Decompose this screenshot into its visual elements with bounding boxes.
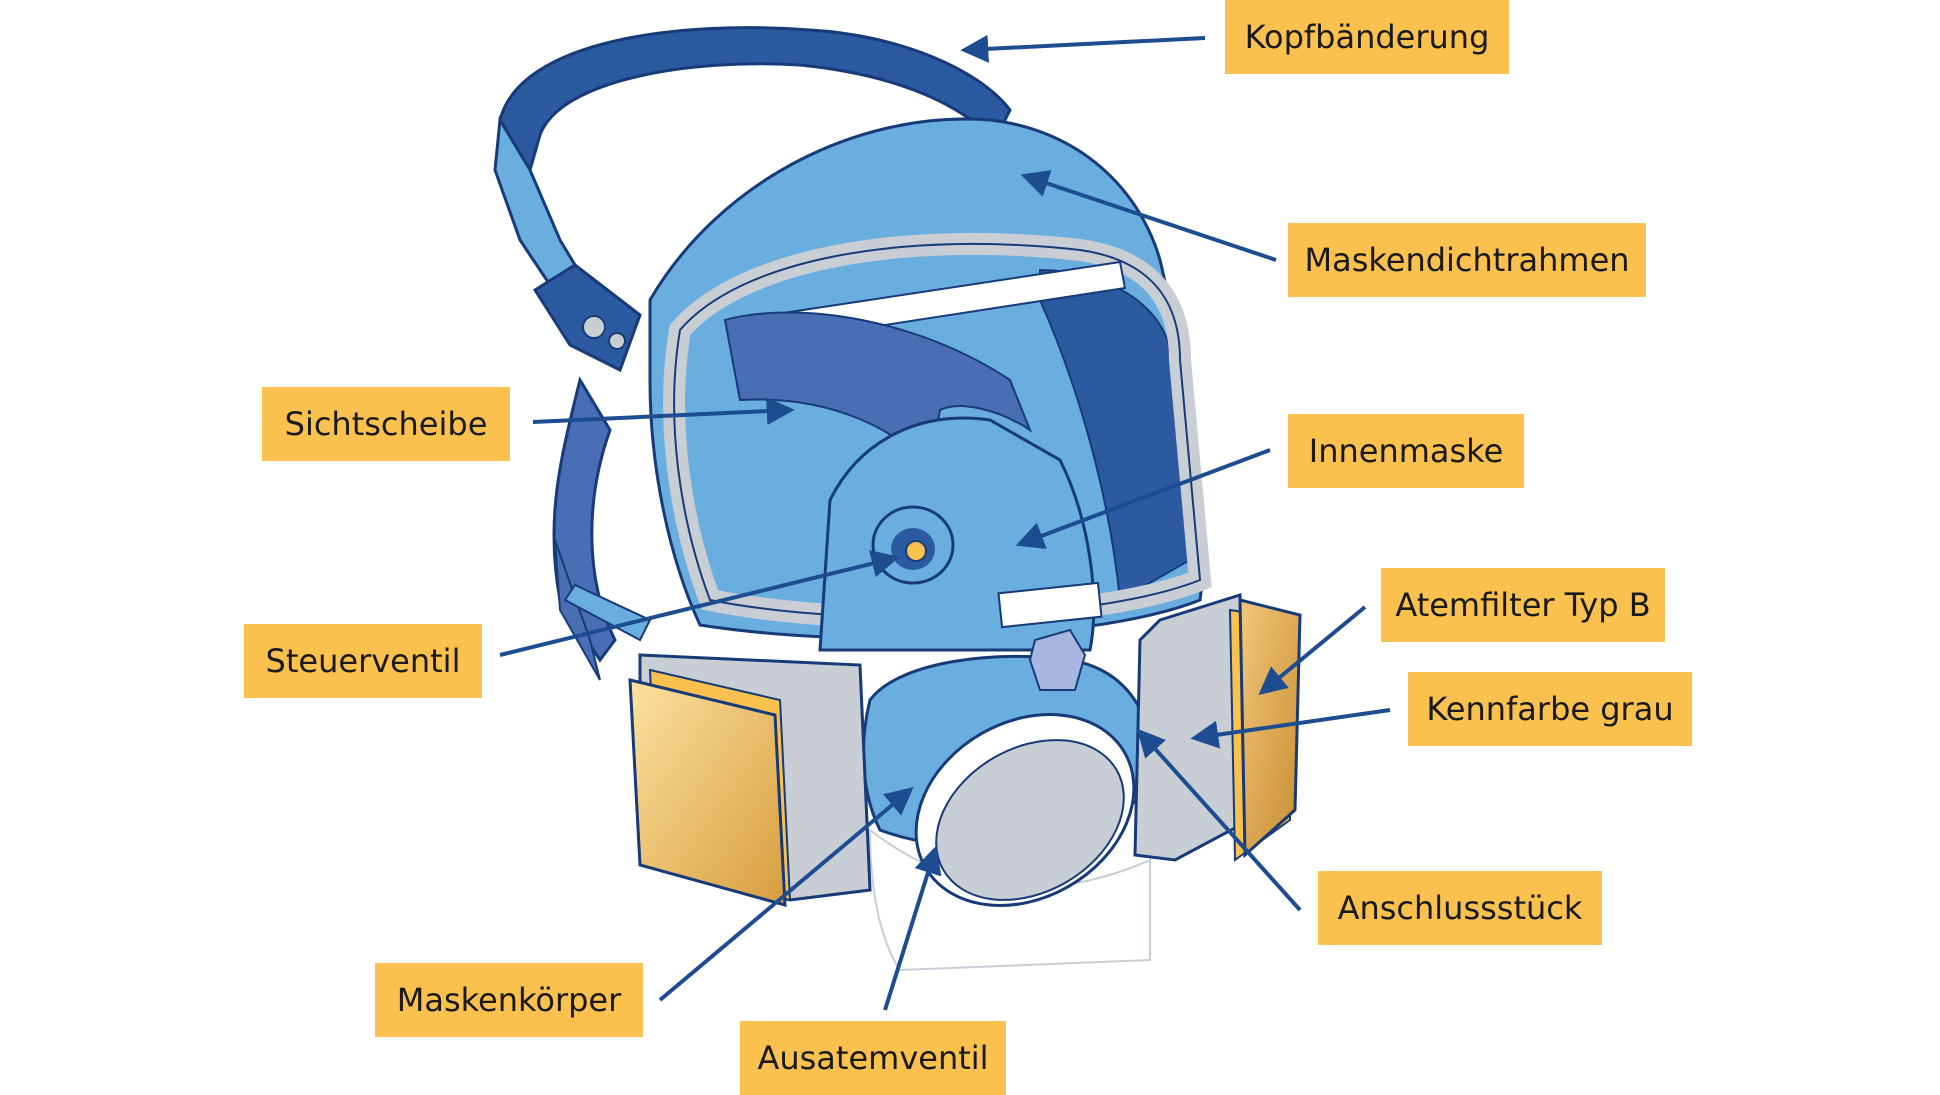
label-maskenkoerper: Maskenkörper — [375, 963, 643, 1037]
label-ausatemventil: Ausatemventil — [740, 1021, 1006, 1095]
arrow-sichtscheibe — [532, 397, 795, 426]
arrow-kopfbaenderung — [960, 34, 1206, 63]
inner-mask — [723, 311, 1103, 652]
label-innenmaske: Innenmaske — [1288, 414, 1524, 488]
label-anschlussstueck: Anschlussstück — [1318, 871, 1602, 945]
label-maskendichtrahmen: Maskendichtrahmen — [1288, 223, 1646, 297]
arrow-innenmaske — [1015, 448, 1271, 549]
arrow-maskenkoerper — [658, 786, 914, 1002]
arrow-atemfilter — [1258, 605, 1367, 695]
left-filter — [628, 653, 872, 907]
arrow-steuerventil — [499, 549, 900, 657]
label-kopfbaenderung: Kopfbänderung — [1225, 0, 1509, 74]
label-atemfilter: Atemfilter Typ B — [1381, 568, 1665, 642]
leader-arrows — [499, 34, 1391, 1011]
label-kennfarbe: Kennfarbe grau — [1408, 672, 1692, 746]
arrow-maskendichtrahmen — [1020, 170, 1277, 262]
label-sichtscheibe: Sichtscheibe — [262, 387, 510, 461]
label-steuerventil: Steuerventil — [244, 624, 482, 698]
arrow-kennfarbe — [1190, 708, 1391, 749]
side-straps — [552, 376, 652, 681]
control-valve — [871, 505, 955, 585]
arrow-anschlussstueck — [1136, 728, 1302, 912]
exhalation-valve — [914, 713, 1136, 907]
arrow-ausatemventil — [883, 845, 942, 1011]
head-strap — [493, 26, 1012, 373]
